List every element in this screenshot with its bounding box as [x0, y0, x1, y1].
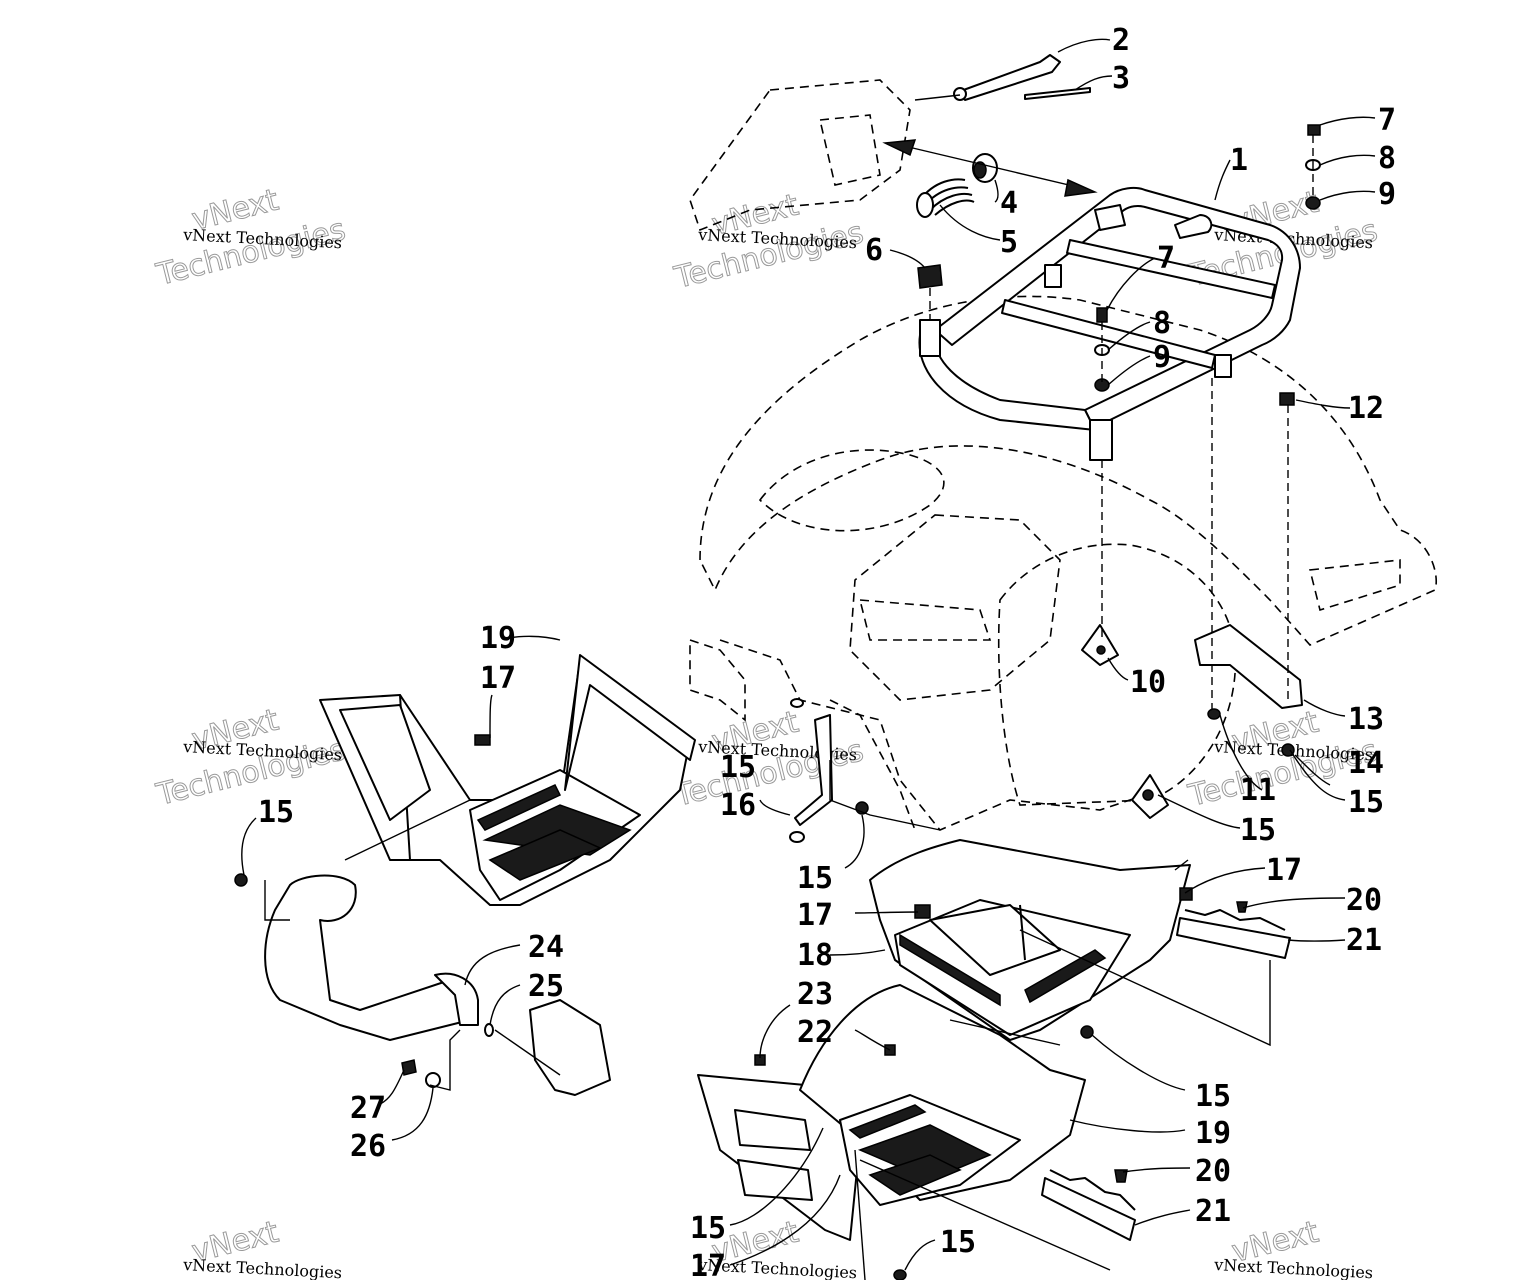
- bolt-12: [1279, 392, 1295, 406]
- rack-leg-front-right: [1089, 419, 1113, 461]
- callout-18: 18: [797, 938, 833, 973]
- spring: [916, 178, 975, 218]
- watermark-bottom-left: vNext vNext Technologies: [182, 1214, 343, 1280]
- callout-15-center-lower: 15: [797, 861, 833, 896]
- callout-15-bottom-right: 15: [1195, 1079, 1231, 1114]
- callout-27: 27: [350, 1091, 386, 1126]
- step-plate-upper: [1176, 901, 1291, 959]
- mount-bracket-25: [529, 999, 611, 1096]
- bushing: [972, 153, 998, 183]
- left-footwell: [319, 654, 696, 906]
- callout-7-center: 7: [1157, 241, 1175, 276]
- watermark-middle-center: vNext Technologies vNext Technologies: [670, 704, 867, 814]
- hitch-mount-ghost: [689, 79, 911, 232]
- callout-9-upper: 9: [1378, 177, 1396, 212]
- arrow-head-right: [1064, 178, 1098, 197]
- rack-leg-rear-left: [1044, 264, 1062, 288]
- callout-11: 11: [1240, 773, 1276, 808]
- rack-plug: [917, 264, 943, 289]
- callout-8-upper: 8: [1378, 141, 1396, 176]
- hitch-pin: [953, 54, 1061, 101]
- svg-text:vNext Technologies: vNext Technologies: [182, 1255, 343, 1280]
- nut-15-b: [234, 873, 248, 887]
- bolt-27: [401, 1059, 417, 1076]
- watermark-top-left: vNext Technologies vNext Technologies: [152, 182, 349, 293]
- callout-12: 12: [1348, 391, 1384, 426]
- nut-15-c: [1080, 1025, 1094, 1039]
- nut-15-e: [893, 1269, 907, 1280]
- alignment-lines: [264, 94, 1314, 1280]
- watermark-bottom-right: vNext vNext Technologies: [1213, 1214, 1374, 1280]
- bottom-footwell: [697, 984, 1086, 1241]
- cotter-pin: [1024, 87, 1091, 100]
- side-bracket-13: [1194, 624, 1303, 709]
- rack-leg-rear-right: [1214, 354, 1232, 378]
- callout-1: 1: [1230, 143, 1248, 178]
- callout-25: 25: [528, 969, 564, 1004]
- rack-bracket: [1094, 204, 1126, 231]
- callout-labels: 2 3 1 4 5 6 7 8 9 7 8 9 12 10 13 14 11 1…: [258, 23, 1396, 1280]
- callout-4: 4: [1000, 186, 1018, 221]
- callout-20-upper: 20: [1346, 883, 1382, 918]
- callout-21-lower: 21: [1195, 1194, 1231, 1229]
- callout-15-bottom-center: 15: [940, 1225, 976, 1260]
- nut-14: [1207, 708, 1221, 720]
- callout-10: 10: [1130, 665, 1166, 700]
- callout-23: 23: [797, 977, 833, 1012]
- mud-flap: [264, 874, 479, 1041]
- rack-leg-front-left: [919, 319, 941, 357]
- center-floorboard: [869, 839, 1191, 1041]
- callout-14: 14: [1348, 746, 1384, 781]
- arrow-head-left: [882, 139, 917, 157]
- mount-bracket-10: [1081, 624, 1119, 666]
- rear-rack: [918, 186, 1301, 461]
- callout-17-left: 17: [480, 661, 516, 696]
- screw-17-center: [914, 904, 931, 919]
- callout-7-upper: 7: [1378, 103, 1396, 138]
- callout-15-bottom-left: 15: [690, 1211, 726, 1246]
- callout-5: 5: [1000, 225, 1018, 260]
- step-plate-lower: [1041, 1169, 1136, 1241]
- callout-21-upper: 21: [1346, 923, 1382, 958]
- callout-6: 6: [865, 233, 883, 268]
- callout-3: 3: [1112, 61, 1130, 96]
- svg-text:vNext Technologies: vNext Technologies: [1213, 1255, 1374, 1280]
- callout-17-bottom-left: 17: [690, 1249, 726, 1280]
- callout-15-right-lower: 15: [1240, 813, 1276, 848]
- callout-15-center: 15: [720, 750, 756, 785]
- callout-13: 13: [1348, 702, 1384, 737]
- callout-8-center: 8: [1153, 306, 1171, 341]
- screw-17-left: [474, 734, 491, 746]
- callout-20-lower: 20: [1195, 1154, 1231, 1189]
- washer-25: [484, 1023, 494, 1037]
- callout-16: 16: [720, 788, 756, 823]
- screw-23: [754, 1054, 766, 1066]
- assembly-direction-arrow: [899, 144, 1091, 191]
- callout-15-right: 15: [1348, 785, 1384, 820]
- callout-17-right: 17: [1266, 853, 1302, 888]
- callout-15-left: 15: [258, 795, 294, 830]
- watermark-top-center: vNext Technologies vNext Technologies: [670, 187, 867, 296]
- watermark-bottom-center: vNext vNext Technologies: [697, 1214, 858, 1280]
- callout-17-center: 17: [797, 898, 833, 933]
- callout-2: 2: [1112, 23, 1130, 58]
- bracket-16: [794, 714, 833, 826]
- callout-24: 24: [528, 930, 564, 965]
- callout-9-center: 9: [1153, 340, 1171, 375]
- callout-19-left: 19: [480, 621, 516, 656]
- washer-26: [425, 1072, 441, 1088]
- nut-15-f: [1281, 743, 1295, 757]
- rack-tab: [1174, 214, 1213, 239]
- callout-19-bottom: 19: [1195, 1116, 1231, 1151]
- callout-26: 26: [350, 1129, 386, 1164]
- watermark-middle-left: vNext Technologies vNext Technologies: [152, 702, 349, 813]
- leader-lines: [241, 38, 1376, 1271]
- callout-22: 22: [797, 1015, 833, 1050]
